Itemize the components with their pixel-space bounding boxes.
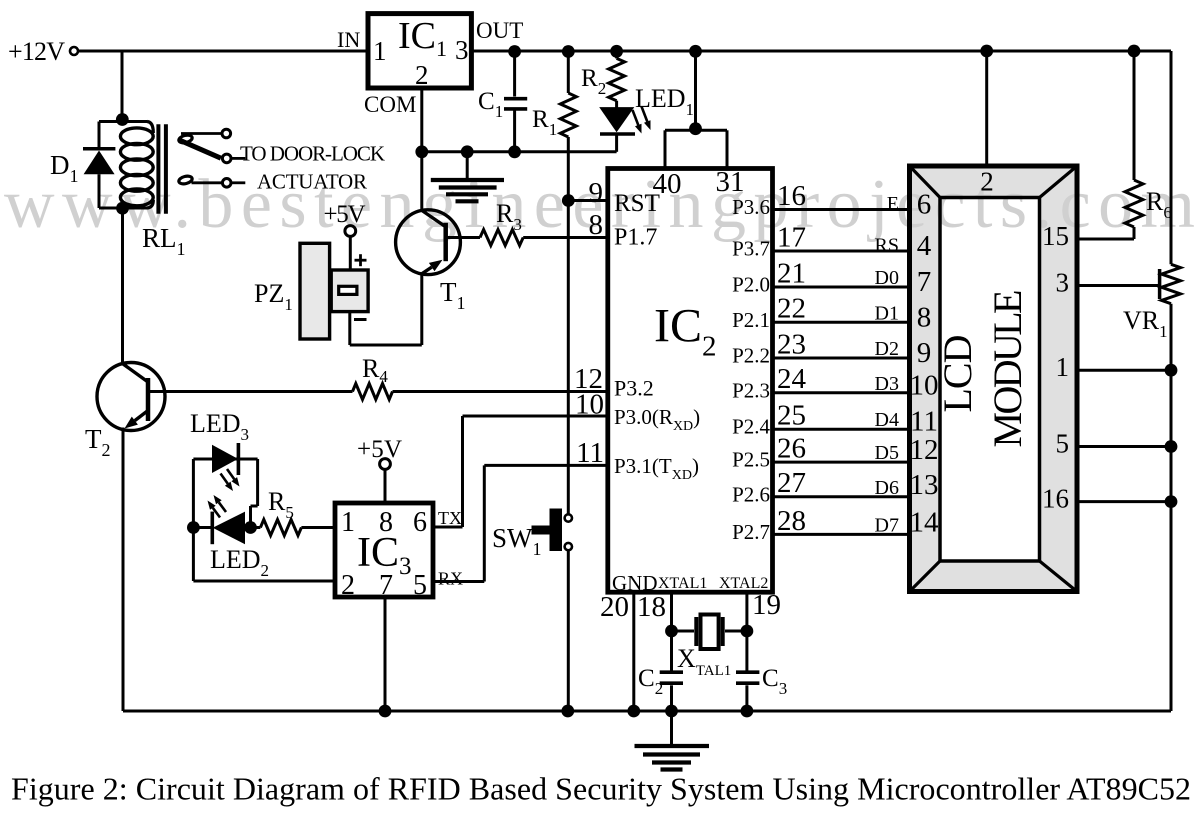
svg-text:16: 16 [777,180,806,212]
svg-text:5: 5 [413,570,427,601]
svg-text:26: 26 [777,433,806,465]
svg-text:6: 6 [413,507,427,538]
svg-text:2: 2 [980,167,994,197]
svg-text:XTAL2: XTAL2 [719,575,768,592]
svg-text:P1.7: P1.7 [614,225,657,251]
svg-text:9: 9 [917,337,932,369]
svg-text:7: 7 [917,266,932,298]
svg-text:13: 13 [910,469,939,501]
svg-text:OUT: OUT [476,18,523,43]
svg-text:23: 23 [777,328,806,360]
svg-text:2: 2 [415,60,429,90]
svg-text:16: 16 [1042,484,1069,514]
svg-text:P2.4: P2.4 [732,415,770,439]
svg-text:P2.3: P2.3 [732,378,770,402]
svg-text:GND: GND [612,571,658,595]
svg-text:1: 1 [373,36,387,66]
svg-text:P3.6: P3.6 [732,195,770,219]
svg-text:1: 1 [1056,352,1070,382]
svg-text:19: 19 [752,589,781,621]
svg-text:3: 3 [1056,268,1070,298]
svg-text:27: 27 [777,467,806,499]
svg-text:D0: D0 [875,267,899,289]
svg-text:1: 1 [341,507,355,538]
svg-text:Figure 2: Circuit Diagram of R: Figure 2: Circuit Diagram of RFID Based … [11,771,1191,807]
svg-text:P3.2: P3.2 [614,376,654,401]
svg-text:RST: RST [614,190,660,217]
svg-text:D2: D2 [875,338,899,360]
svg-text:ACTUATOR: ACTUATOR [257,170,367,194]
svg-text:20: 20 [600,591,629,623]
svg-text:TO DOOR-LOCK: TO DOOR-LOCK [240,142,385,166]
svg-text:IN: IN [337,27,360,52]
svg-text:11: 11 [576,437,604,469]
svg-text:12: 12 [910,434,939,466]
svg-text:P3.7: P3.7 [732,237,770,261]
svg-text:MODULE: MODULE [985,290,1030,448]
svg-text:D3: D3 [875,373,899,395]
svg-text:E: E [887,193,899,215]
svg-text:17: 17 [777,221,806,253]
svg-text:40: 40 [653,168,682,200]
svg-text:+5V: +5V [357,436,402,463]
svg-text:D4: D4 [875,409,899,431]
svg-text:3: 3 [455,35,469,65]
svg-text:P2.5: P2.5 [732,448,770,472]
svg-text:8: 8 [589,209,604,241]
svg-text:RX: RX [438,569,463,589]
svg-text:D6: D6 [875,477,899,499]
svg-text:12: 12 [574,363,603,395]
svg-text:D7: D7 [875,514,899,536]
svg-text:22: 22 [777,293,806,325]
svg-text:10: 10 [575,389,604,421]
svg-text:18: 18 [637,591,666,623]
svg-text:15: 15 [1042,221,1069,251]
svg-text:LCD: LCD [935,335,980,413]
svg-text:21: 21 [777,257,806,289]
svg-text:RS: RS [875,235,899,257]
svg-text:6: 6 [917,189,932,221]
svg-text:P2.6: P2.6 [732,482,770,506]
svg-text:28: 28 [777,505,806,537]
svg-text:24: 24 [777,363,807,395]
svg-text:TX: TX [438,508,462,528]
svg-text:+12V: +12V [8,37,65,66]
svg-text:2: 2 [341,570,355,601]
svg-text:9: 9 [589,177,604,209]
svg-text:31: 31 [716,166,745,198]
svg-text:5: 5 [1056,429,1070,459]
svg-text:P2.0: P2.0 [732,273,770,297]
svg-text:11: 11 [910,406,938,438]
svg-text:8: 8 [379,507,393,538]
svg-text:D5: D5 [875,442,899,464]
svg-text:P2.1: P2.1 [732,308,770,332]
svg-text:8: 8 [917,301,932,333]
svg-text:10: 10 [910,369,939,401]
svg-text:4: 4 [917,230,932,262]
svg-text:+5V: +5V [324,201,366,228]
svg-text:25: 25 [777,400,806,432]
svg-text:P2.7: P2.7 [732,520,770,544]
svg-text:COM: COM [364,92,416,117]
svg-text:P2.2: P2.2 [732,344,770,368]
svg-text:7: 7 [379,570,393,601]
svg-text:14: 14 [910,506,940,538]
svg-text:XTAL1: XTAL1 [658,575,707,592]
svg-text:D1: D1 [875,302,899,324]
